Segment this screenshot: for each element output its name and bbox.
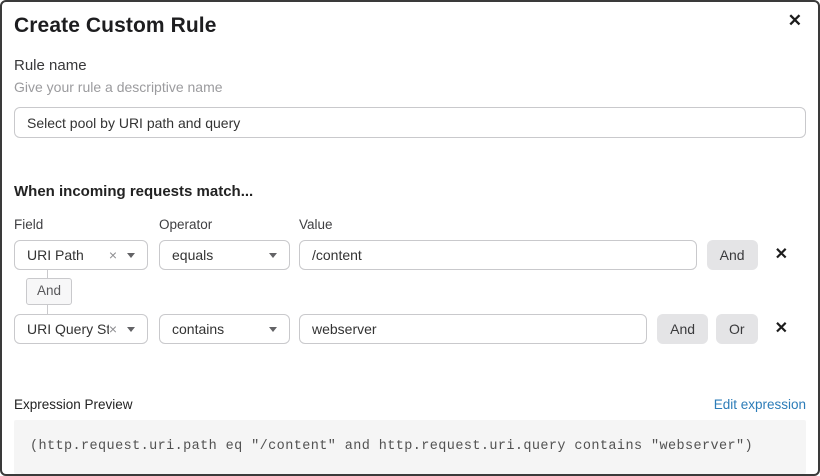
field-column-label: Field <box>14 217 44 232</box>
condition-column-labels: Field Operator Value <box>14 217 806 232</box>
value-input[interactable] <box>299 314 648 344</box>
chevron-down-icon <box>127 326 135 332</box>
expression-preview-label: Expression Preview <box>14 397 133 412</box>
clear-selection-icon[interactable]: × <box>108 247 117 263</box>
value-column-label: Value <box>299 217 333 232</box>
and-button[interactable]: And <box>657 314 709 344</box>
condition-row: URI Query St... × contains And Or ✕ <box>14 314 806 344</box>
chevron-down-icon <box>269 252 277 258</box>
close-icon[interactable]: ✕ <box>787 11 802 30</box>
connector-line <box>47 270 48 278</box>
chevron-down-icon <box>269 326 277 332</box>
dialog-title: Create Custom Rule <box>14 14 217 37</box>
rule-name-hint: Give your rule a descriptive name <box>14 79 223 95</box>
and-button[interactable]: And <box>706 240 758 270</box>
remove-condition-icon[interactable]: ✕ <box>774 246 788 263</box>
match-section-heading: When incoming requests match... <box>14 183 254 200</box>
operator-column-label: Operator <box>159 217 213 232</box>
operator-select-value: contains <box>172 321 225 337</box>
rule-name-label: Rule name <box>14 57 87 74</box>
condition-row: URI Path × equals And ✕ <box>14 240 806 270</box>
field-select-value: URI Query St... <box>27 321 109 337</box>
operator-select[interactable]: equals <box>159 240 290 270</box>
operator-select[interactable]: contains <box>159 314 290 344</box>
logic-connector: And <box>14 270 806 316</box>
chevron-down-icon <box>127 252 135 258</box>
operator-select-value: equals <box>172 247 214 263</box>
clear-selection-icon[interactable]: × <box>108 321 117 337</box>
or-button[interactable]: Or <box>716 314 758 344</box>
field-select-value: URI Path <box>27 247 84 263</box>
edit-expression-link[interactable]: Edit expression <box>713 397 806 412</box>
and-connector-badge[interactable]: And <box>26 278 73 306</box>
field-select[interactable]: URI Query St... × <box>14 314 148 344</box>
remove-condition-icon[interactable]: ✕ <box>774 320 788 337</box>
expression-preview-code: (http.request.uri.path eq "/content" and… <box>14 420 806 474</box>
value-input[interactable] <box>299 240 697 270</box>
rule-name-input[interactable] <box>14 107 806 138</box>
expression-preview-header: Expression Preview Edit expression <box>14 397 806 412</box>
connector-line <box>47 305 48 316</box>
field-select[interactable]: URI Path × <box>14 240 148 270</box>
